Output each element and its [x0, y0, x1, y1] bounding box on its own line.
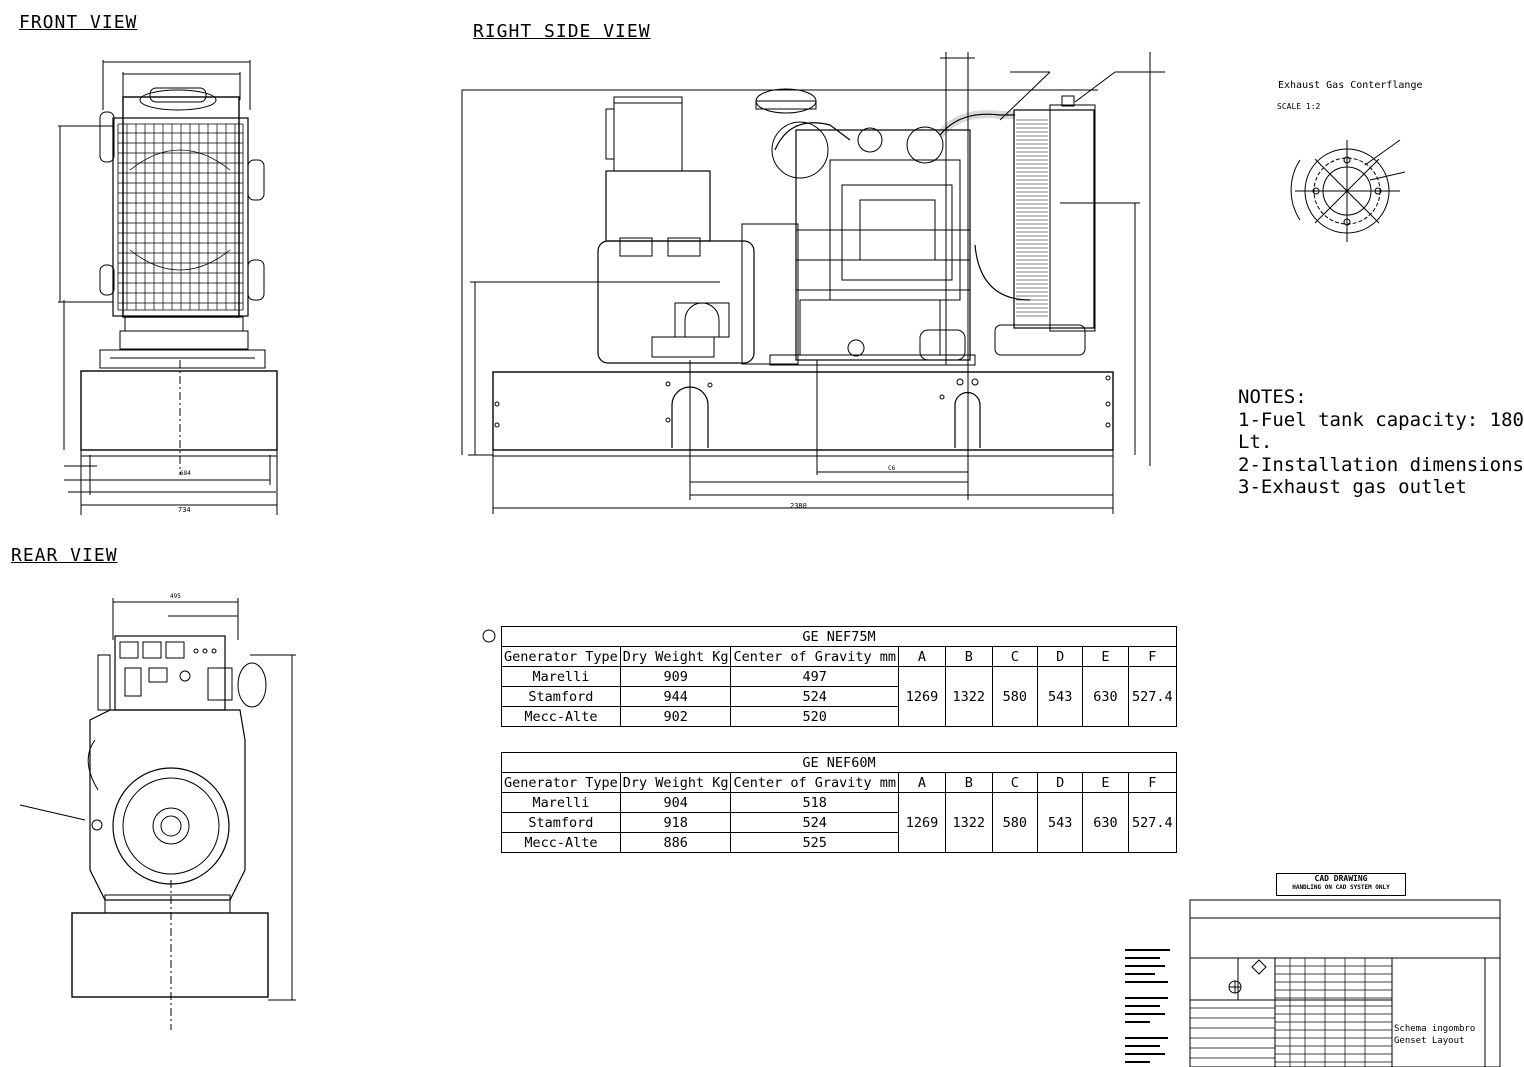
header-cell: E	[1082, 646, 1129, 667]
cog-cell: 525	[730, 832, 900, 853]
header-cell: Generator Type	[501, 772, 621, 793]
weight-cell: 902	[619, 706, 732, 727]
base-hole	[707, 382, 713, 388]
table-title: GE NEF60M	[501, 752, 1177, 773]
dim-e-cell: 630	[1082, 666, 1129, 727]
header-cell: Generator Type	[501, 646, 621, 667]
header-cell: Dry Weight Kg	[619, 646, 732, 667]
header-cell: D	[1036, 772, 1084, 793]
table-header-row: Generator Type Dry Weight Kg Center of G…	[501, 646, 1178, 667]
title-block-margin-notes	[1125, 949, 1170, 1063]
header-cell: Dry Weight Kg	[619, 772, 732, 793]
note-line: 1-Fuel tank capacity: 180	[1238, 408, 1524, 431]
note-line: Lt.	[1238, 431, 1273, 453]
header-cell: A	[898, 772, 946, 793]
drawing-name-en: Genset Layout	[1394, 1036, 1465, 1046]
generator-type-cell: Marelli	[501, 792, 621, 813]
title-block-frame	[1189, 899, 1501, 1067]
table-row: Mecc-Alte 886 525	[501, 832, 1177, 853]
generator-type-cell: Mecc-Alte	[501, 832, 621, 853]
base-hole	[494, 401, 500, 407]
front-view-drawing	[58, 60, 278, 515]
rear-view-drawing	[19, 598, 296, 1030]
front-view-title: FRONT VIEW	[19, 12, 138, 33]
header-cell: B	[944, 646, 993, 667]
header-cell: F	[1127, 646, 1178, 667]
dim-c-cell: 580	[991, 792, 1038, 853]
dim-c-cell: 580	[991, 666, 1038, 727]
dim-e-cell: 630	[1082, 792, 1129, 853]
cad-stamp-line1: CAD DRAWING	[1314, 874, 1368, 883]
base-hole	[1105, 401, 1111, 407]
header-cell: D	[1036, 646, 1084, 667]
notes-block: NOTES: 1-Fuel tank capacity: 180 Lt. 2-I…	[1238, 386, 1524, 499]
note-line: 3-Exhaust gas outlet	[1238, 476, 1467, 498]
base-hole	[494, 422, 500, 428]
weight-cell: 904	[619, 792, 732, 813]
table-row: Marelli 909 497 1269 1322 580 543 630 52…	[501, 666, 1178, 727]
cog-cell: 524	[730, 812, 900, 833]
dim-b-cell: 1322	[944, 666, 993, 727]
header-cell: E	[1082, 772, 1129, 793]
right-side-view-drawing	[461, 52, 1165, 514]
table-title: GE NEF75M	[501, 626, 1177, 647]
header-cell: Center of Gravity mm	[730, 646, 900, 667]
header-cell: B	[944, 772, 993, 793]
cad-drawing-stamp: CAD DRAWING HANDLING ON CAD SYSTEM ONLY	[1276, 873, 1406, 896]
flange-scale: SCALE 1:2	[1277, 102, 1321, 111]
table-row: Mecc-Alte 902 520	[501, 706, 1177, 727]
table-header-row: Generator Type Dry Weight Kg Center of G…	[501, 772, 1178, 793]
exhaust-flange-drawing	[1290, 139, 1406, 242]
flange-title: Exhaust Gas Conterflange	[1278, 80, 1423, 91]
base-hole	[1105, 375, 1111, 381]
note-line: 2-Installation dimensions	[1238, 453, 1524, 476]
dim-a-cell: 1269	[898, 792, 946, 853]
front-dim-label: 684	[180, 470, 191, 477]
notes-heading: NOTES:	[1238, 386, 1307, 408]
base-hole	[665, 381, 671, 387]
table-row: Stamford 944 524	[501, 686, 1177, 707]
side-offset-dim: C6	[888, 465, 896, 472]
spec-table-nef75m: GE NEF75M Generator Type Dry Weight Kg C…	[501, 626, 1178, 727]
weight-cell: 944	[619, 686, 732, 707]
header-cell: C	[991, 646, 1038, 667]
cog-cell: 524	[730, 686, 900, 707]
base-hole	[1105, 422, 1111, 428]
spec-table-nef60m: GE NEF60M Generator Type Dry Weight Kg C…	[501, 752, 1178, 853]
dim-a-cell: 1269	[898, 666, 946, 727]
front-bottom-dim: 734	[178, 506, 191, 514]
cog-cell: 520	[730, 706, 900, 727]
header-cell: F	[1127, 772, 1178, 793]
weight-cell: 909	[619, 666, 732, 687]
generator-type-cell: Stamford	[501, 686, 621, 707]
generator-type-cell: Mecc-Alte	[501, 706, 621, 727]
weight-cell: 918	[619, 812, 732, 833]
dim-d-cell: 543	[1036, 666, 1084, 727]
generator-type-cell: Marelli	[501, 666, 621, 687]
header-cell: A	[898, 646, 946, 667]
base-hole	[665, 417, 671, 423]
side-total-dim: 2380	[790, 502, 807, 510]
cad-stamp-line2: HANDLING ON CAD SYSTEM ONLY	[1292, 884, 1390, 891]
dim-b-cell: 1322	[944, 792, 993, 853]
table-row: Marelli 904 518 1269 1322 580 543 630 52…	[501, 792, 1178, 853]
generator-type-cell: Stamford	[501, 812, 621, 833]
cog-cell: 497	[730, 666, 900, 687]
header-cell: Center of Gravity mm	[730, 772, 900, 793]
header-cell: C	[991, 772, 1038, 793]
dim-f-cell: 527.4	[1127, 792, 1178, 853]
dim-f-cell: 527.4	[1127, 666, 1178, 727]
right-side-view-title: RIGHT SIDE VIEW	[473, 21, 651, 42]
rear-top-dim: 495	[170, 593, 181, 600]
drawing-name-it: Schema ingombro	[1394, 1024, 1476, 1034]
dim-d-cell: 543	[1036, 792, 1084, 853]
weight-cell: 886	[619, 832, 732, 853]
cog-cell: 518	[730, 792, 900, 813]
rear-view-title: REAR VIEW	[11, 545, 118, 566]
